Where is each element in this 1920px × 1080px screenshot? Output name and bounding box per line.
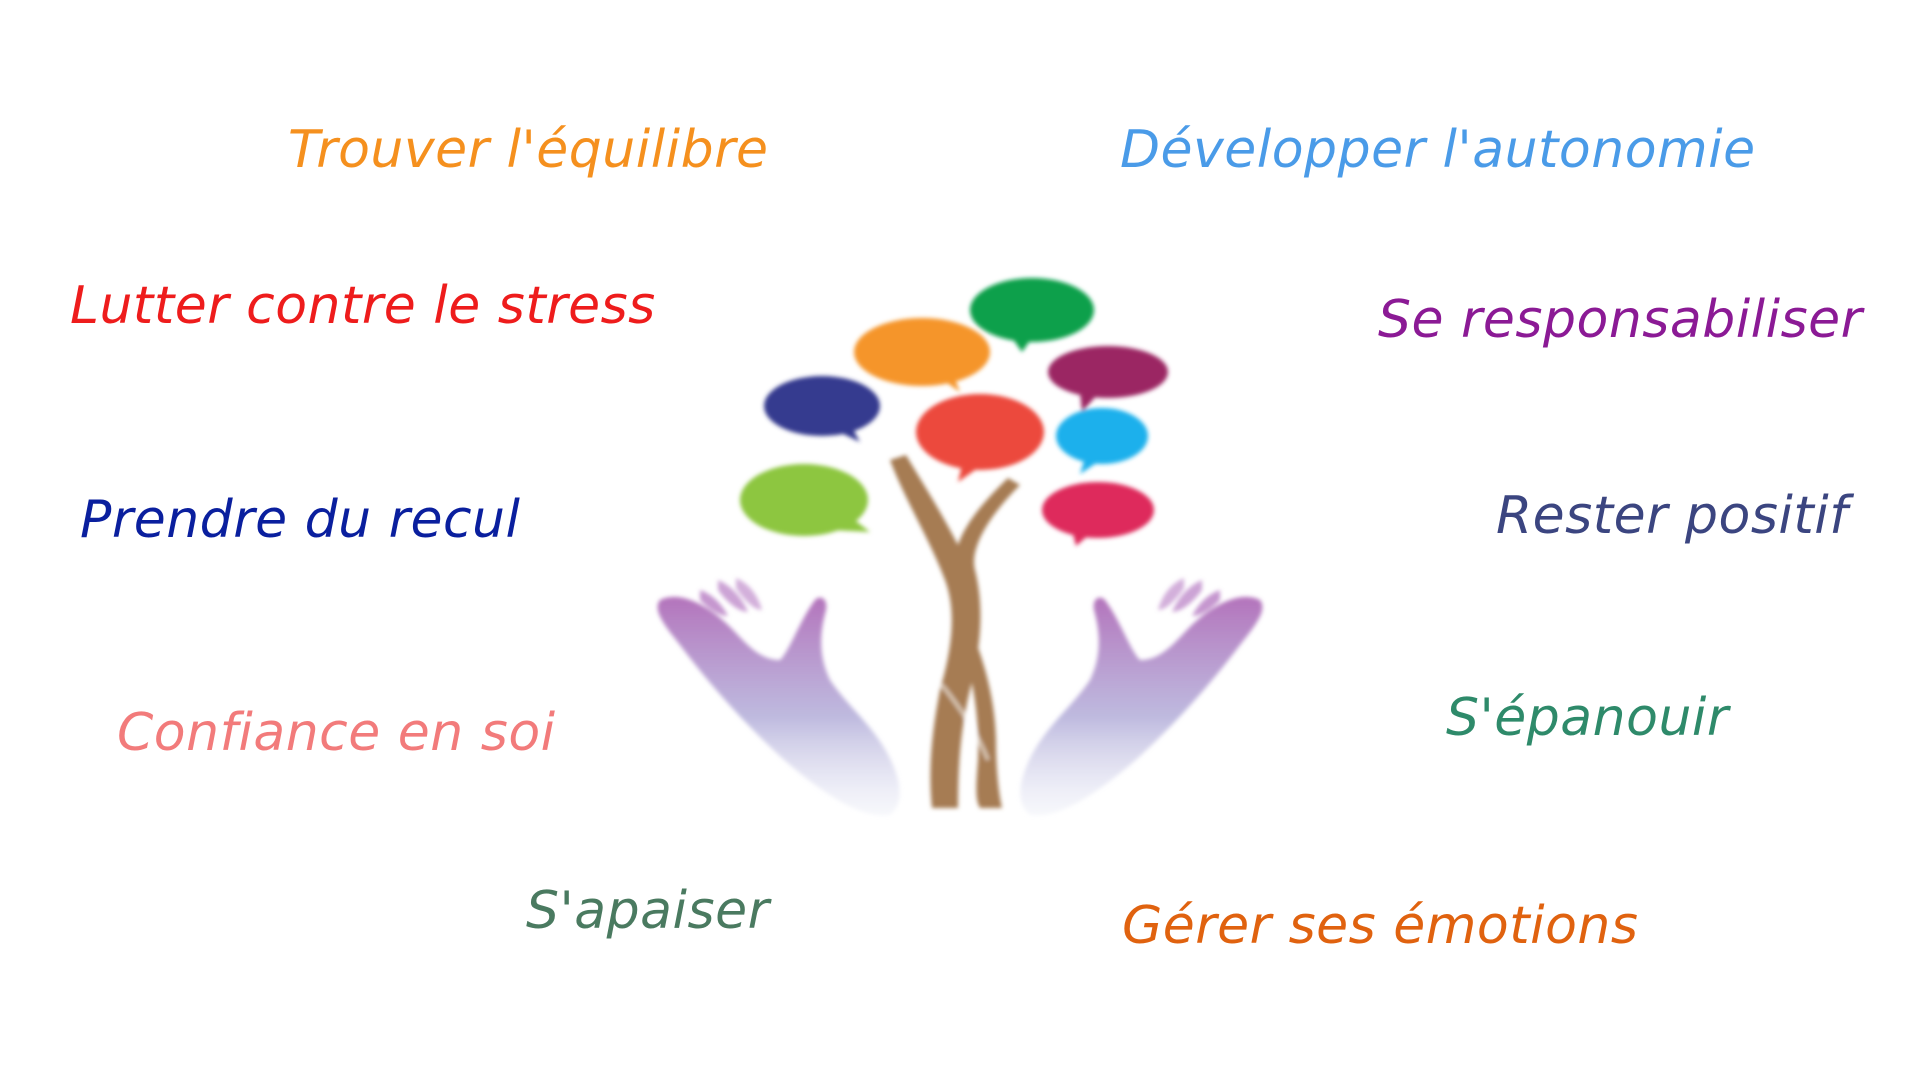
- phrase-s-epanouir: S'épanouir: [1446, 688, 1729, 748]
- tree-of-speech-bubbles-with-hands-icon: [640, 260, 1280, 830]
- tree-trunk-icon: [890, 455, 1020, 808]
- phrase-s-apaiser: S'apaiser: [526, 881, 770, 941]
- phrase-gerer-emotions: Gérer ses émotions: [1122, 896, 1639, 956]
- speech-bubbles-icon: [740, 278, 1168, 546]
- phrase-lutter-stress: Lutter contre le stress: [70, 276, 656, 336]
- phrase-se-responsabiliser: Se responsabiliser: [1378, 290, 1863, 350]
- right-hand-icon: [1020, 578, 1263, 816]
- left-hand-icon: [657, 578, 900, 816]
- phrase-confiance-en-soi: Confiance en soi: [117, 703, 556, 763]
- phrase-rester-positif: Rester positif: [1496, 486, 1849, 546]
- phrase-developper-autonomie: Développer l'autonomie: [1120, 120, 1756, 180]
- phrase-trouver-equilibre: Trouver l'équilibre: [288, 120, 769, 180]
- phrase-prendre-recul: Prendre du recul: [80, 490, 521, 550]
